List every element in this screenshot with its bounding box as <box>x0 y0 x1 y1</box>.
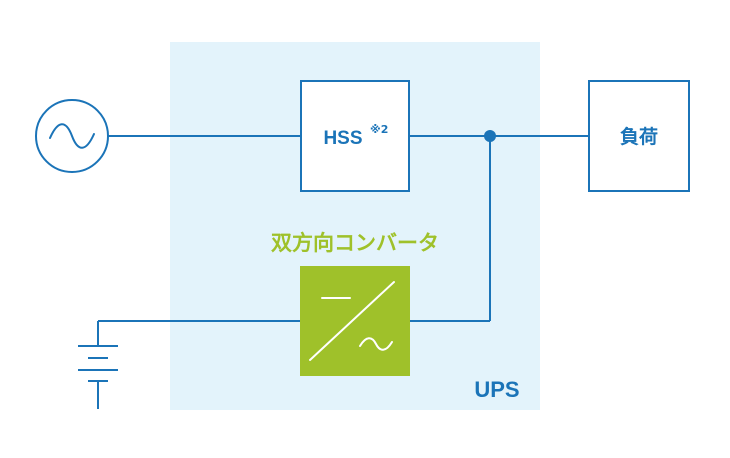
battery-icon <box>78 345 118 382</box>
hss-box <box>300 80 410 192</box>
hss-label: HSS <box>323 128 362 149</box>
wires <box>97 135 589 409</box>
load-box <box>588 80 690 192</box>
dc-ac-converter-icon <box>309 281 395 361</box>
converter-label: 双方向コンバータ <box>271 231 439 255</box>
junction-node <box>484 130 496 142</box>
ac-source-icon <box>35 99 109 173</box>
load-label: 負荷 <box>620 125 658 148</box>
ups-label: UPS <box>474 377 519 402</box>
hss-note: ※2 <box>370 123 388 136</box>
